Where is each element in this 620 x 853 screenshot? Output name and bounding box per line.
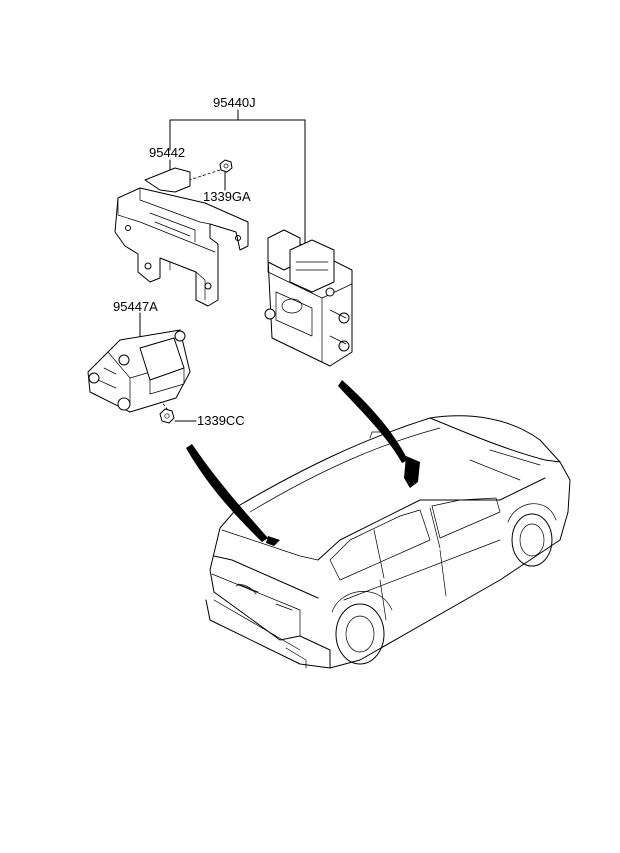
label-95440j: 95440J [213, 95, 256, 110]
vehicle-outline [205, 415, 571, 669]
label-1339cc: 1339CC [197, 413, 245, 428]
nut-1339ga [219, 159, 233, 173]
label-95442: 95442 [149, 145, 186, 160]
location-pointers [186, 380, 420, 546]
control-unit [264, 229, 353, 367]
nut-1339cc [159, 408, 175, 424]
label-95447a: 95447A [113, 299, 158, 314]
radar-sensor [87, 329, 191, 413]
mounting-bracket [114, 167, 249, 307]
label-1339ga: 1339GA [203, 189, 251, 204]
